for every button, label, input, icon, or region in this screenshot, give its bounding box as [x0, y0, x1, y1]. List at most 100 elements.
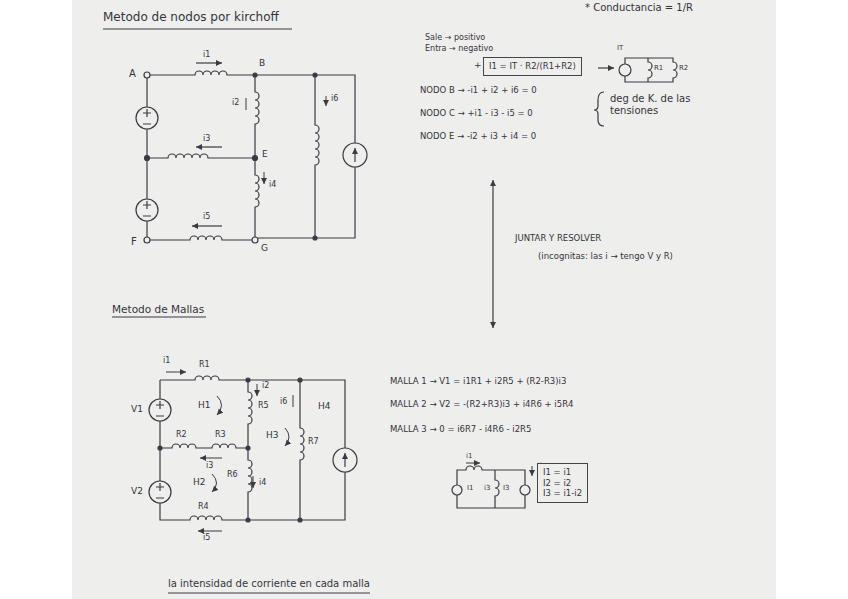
current-label: i5: [203, 212, 210, 221]
wire-path: [160, 444, 248, 448]
current-label: i4: [269, 180, 276, 189]
node-text: I1 = i1: [543, 467, 582, 478]
wire-path: [146, 221, 147, 237]
wire-path: [150, 71, 355, 143]
current-label: i1: [203, 50, 210, 59]
wire-path: [253, 476, 254, 488]
circuit-symbol: [246, 446, 250, 450]
symbol: +: [474, 60, 482, 70]
circuit-symbol: [252, 237, 258, 243]
mesh-label: H3: [266, 430, 279, 440]
wire-path: [217, 396, 222, 415]
note: JUNTAR Y RESOLVER: [515, 234, 601, 244]
component-label: R3: [215, 430, 226, 439]
current-label: i6: [280, 397, 287, 406]
wire-path: [212, 474, 217, 492]
note: Entra → negativo: [425, 44, 493, 53]
note: * Conductancia = 1/R: [585, 2, 693, 14]
wire-path: [344, 453, 345, 467]
wire-path: [255, 75, 259, 158]
equation-box: I1 = i1I2 = i2I3 = i1-i2: [537, 463, 588, 503]
current-label: i1: [163, 356, 170, 365]
wire-path: [200, 458, 222, 459]
wire-path: [598, 67, 614, 68]
circuit-symbol: [144, 72, 150, 78]
symbol-label: R1: [654, 64, 663, 72]
wire-path: [457, 466, 525, 485]
component-label: R4: [198, 502, 209, 511]
current-label: i3: [203, 134, 210, 143]
wire-path: [326, 96, 327, 106]
circuit-symbol: [149, 481, 171, 503]
wire-path: [354, 148, 355, 162]
wire-path: [255, 158, 259, 237]
wire-path: [293, 395, 294, 407]
current-label: i1: [466, 452, 472, 460]
formula-box: I1 = IT · R2/(R1+R2): [483, 57, 582, 76]
circuit-symbol: [520, 485, 530, 495]
wire-path: [143, 201, 151, 216]
wire-path: [264, 172, 265, 184]
note-underline: [168, 592, 370, 593]
current-label: i6: [331, 94, 338, 103]
component-label: R6: [227, 470, 238, 479]
current-label: I1: [467, 484, 474, 492]
wire-path: [196, 62, 222, 63]
circuit-symbol: [246, 518, 250, 522]
wire-path: [156, 401, 164, 416]
equation: MALLA 3 → 0 = i6R7 - i4R6 - i2R5: [390, 425, 531, 435]
mesh-label: H4: [318, 401, 331, 411]
wire-path: [159, 380, 160, 399]
equation: MALLA 1 → V1 = i1R1 + i2R5 + (R2-R3)i3: [390, 377, 566, 387]
component-label: R5: [258, 401, 269, 410]
symbol-label: IT: [617, 44, 623, 52]
node-letter: F: [131, 236, 137, 248]
wire-path: [192, 225, 222, 226]
wire-path: [285, 428, 289, 446]
equation: NODO E → -i2 + i3 + i4 = 0: [420, 132, 536, 142]
current-label: i5: [203, 533, 210, 542]
equation: MALLA 2 → V2 = -(R2+R3)i3 + i4R6 + i5R4: [390, 400, 573, 410]
circuit-symbol: [136, 107, 158, 129]
title-underline: [103, 28, 292, 29]
wire-path: [648, 58, 652, 82]
current-label: i2: [232, 98, 239, 107]
wire-path: [198, 531, 222, 532]
circuit-symbol: [619, 64, 631, 76]
component-label: R7: [308, 437, 319, 446]
node-text: I3 = i1-i2: [543, 488, 582, 499]
source-label: V1: [131, 404, 143, 414]
note: deg de K. de las tensiones: [610, 93, 728, 116]
note: (incognitas: las i → tengo V y R): [538, 252, 673, 262]
equation: NODO B → -i1 + i2 + i6 = 0: [420, 86, 537, 96]
brace: [594, 92, 604, 126]
section-heading: Metodo de Mallas: [112, 303, 204, 315]
node-letter: E: [262, 149, 268, 159]
ink-drawing: [103, 29, 677, 593]
circuit-symbol: [343, 143, 367, 167]
wire-path: [159, 421, 160, 481]
wire-path: [257, 384, 258, 396]
wire-path: [146, 129, 147, 199]
current-label: i4: [259, 478, 266, 487]
component-label: R2: [176, 430, 187, 439]
circuit-symbol: [298, 518, 302, 522]
wire-path: [246, 98, 247, 110]
wire-path: [150, 236, 252, 240]
wire-path: [160, 472, 345, 520]
mesh-label: H1: [198, 400, 211, 410]
wire-path: [625, 58, 677, 82]
wire-path: [532, 466, 533, 476]
equation: NODO C → +i1 - i3 - i5 = 0: [420, 109, 533, 119]
circuit-symbol: [149, 399, 171, 421]
node-letter: B: [259, 58, 265, 68]
wire-path: [495, 470, 499, 508]
mesh-label: H2: [193, 477, 206, 487]
current-label: i3: [206, 461, 213, 470]
current-label: i2: [262, 381, 269, 390]
circuit-symbol: [313, 236, 317, 240]
circuit-symbol: [144, 237, 150, 243]
circuit-symbol: [136, 199, 158, 221]
wire-path: [457, 495, 525, 508]
